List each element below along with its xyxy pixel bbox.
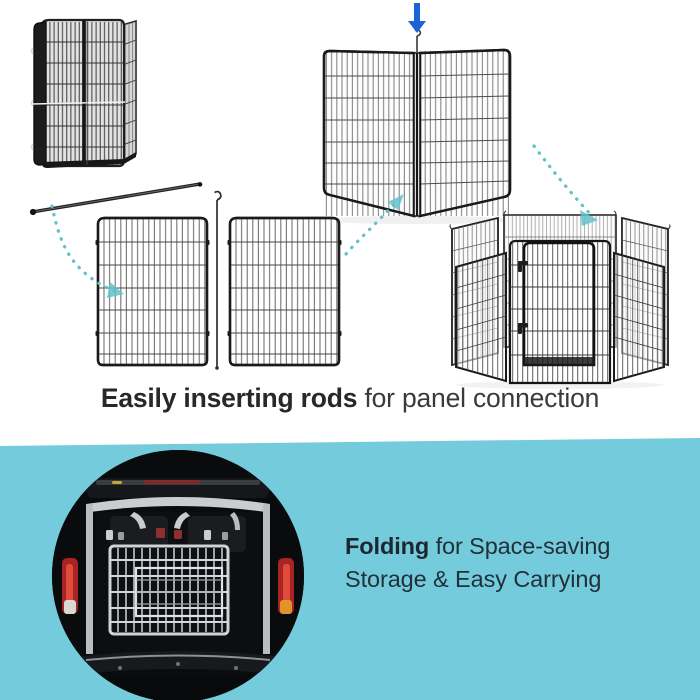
assembled-playpen bbox=[449, 210, 671, 389]
blue-down-arrow-icon bbox=[408, 3, 426, 33]
gate-latch-upper bbox=[518, 261, 528, 272]
tail-light-left bbox=[62, 558, 78, 614]
tail-light-right bbox=[278, 558, 294, 614]
two-panels-hinged bbox=[321, 30, 513, 224]
van-boot-photo bbox=[52, 450, 304, 700]
assembly-caption-light: for panel connection bbox=[357, 383, 600, 413]
flow-arrow-vfold-to-playpen bbox=[532, 144, 598, 226]
folding-headline-bold: Folding bbox=[345, 533, 430, 559]
assembly-instructions-section: Easily inserting rods for panel connecti… bbox=[0, 3, 700, 414]
folding-headline-line2: Storage & Easy Carrying bbox=[345, 566, 602, 592]
gate-latch-lower bbox=[518, 323, 528, 334]
panel-left-flat bbox=[95, 216, 210, 367]
flow-arrow-panels-to-vfold bbox=[344, 194, 404, 256]
hooked-rod bbox=[214, 190, 222, 370]
assembly-caption: Easily inserting rods for panel connecti… bbox=[0, 383, 700, 414]
panel-right-flat bbox=[227, 216, 342, 367]
assembly-caption-bold: Easily inserting rods bbox=[100, 383, 358, 413]
folding-storage-section: Folding for Space-saving Storage & Easy … bbox=[0, 438, 700, 700]
folding-headline: Folding for Space-saving Storage & Easy … bbox=[345, 530, 685, 596]
inserted-rod bbox=[414, 30, 422, 52]
connecting-rod-loose bbox=[29, 182, 203, 216]
flow-arrow-rod-to-panels bbox=[50, 204, 124, 298]
folding-headline-line1: Folding for Space-saving bbox=[345, 530, 685, 563]
folding-headline-light-1: for Space-saving bbox=[429, 533, 611, 559]
folded-panel-stack bbox=[30, 18, 137, 168]
